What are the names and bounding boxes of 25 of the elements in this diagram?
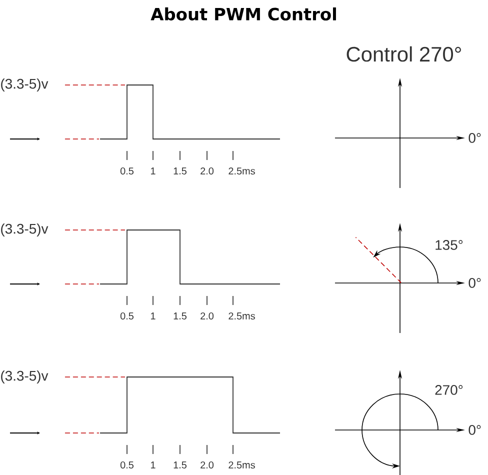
time-label: 1	[151, 168, 156, 174]
time-label: 1.5	[174, 312, 187, 320]
voltage-label: (3.3-5)v	[1, 78, 48, 92]
voltage-label: (3.3-5)v	[1, 224, 48, 236]
time-label: 1	[151, 462, 156, 468]
time-label: 1	[151, 312, 156, 320]
time-label: 0.5	[120, 461, 134, 469]
time-label: 0.5	[120, 312, 134, 320]
voltage-label: (3.3-5)v	[1, 370, 48, 384]
time-label: 2.0	[200, 167, 214, 175]
angle-label: 0°	[468, 425, 481, 435]
time-label: 1.5	[174, 462, 187, 468]
heading: Control 270°	[346, 46, 461, 62]
time-label: 2.5ms	[228, 167, 255, 175]
title: About PWM Control	[150, 7, 336, 21]
time-label: 2.0	[200, 461, 214, 469]
time-label: 2.0	[200, 312, 214, 320]
angle-label: 0°	[468, 133, 481, 143]
angle-label: 135°	[436, 240, 463, 250]
angle-label: 0°	[468, 278, 481, 288]
time-label: 2.5ms	[228, 461, 255, 469]
angle-label: 270°	[435, 385, 463, 395]
time-label: 0.5	[120, 167, 134, 175]
time-label: 1.5	[174, 168, 187, 174]
time-label: 2.5ms	[228, 312, 255, 320]
